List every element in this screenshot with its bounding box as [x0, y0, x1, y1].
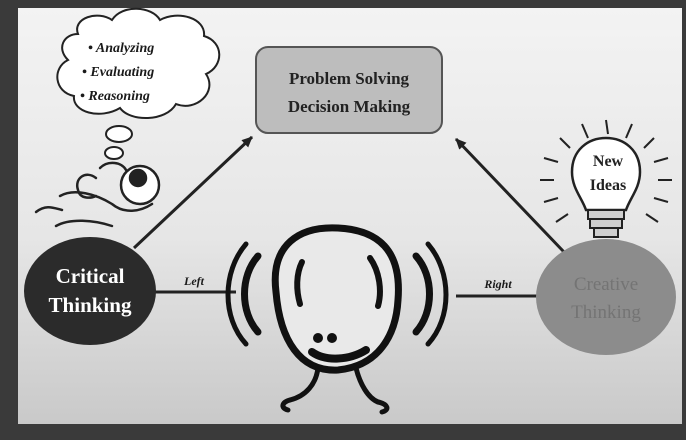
cloud-bubble — [105, 147, 123, 159]
cloud-item-evaluating: • Evaluating — [82, 65, 154, 80]
cloud-item-analyzing: • Analyzing — [88, 41, 154, 56]
brain-eye — [328, 334, 336, 342]
box-line-1: Problem Solving — [289, 69, 410, 88]
left-label: Left — [183, 274, 205, 288]
cloud-bubble — [106, 126, 132, 142]
bulb-base — [590, 219, 622, 228]
problem-solving-box: Problem Solving Decision Making — [256, 47, 442, 133]
bulb-glass — [572, 138, 640, 210]
critical-thinking-node: Critical Thinking — [24, 237, 156, 345]
cloud-item-reasoning: • Reasoning — [80, 89, 150, 104]
box-line-2: Decision Making — [288, 97, 411, 116]
brain-eye — [314, 334, 322, 342]
bulb-base — [588, 210, 624, 219]
creative-thinking-node: Creative Thinking — [536, 239, 676, 355]
bulb-text-2: Ideas — [590, 177, 626, 194]
critical-line-2: Thinking — [49, 293, 132, 317]
bulb-base — [594, 228, 618, 237]
creative-line-2: Thinking — [571, 302, 641, 323]
thinker-eye — [130, 170, 146, 186]
right-label: Right — [483, 277, 512, 291]
creative-line-1: Creative — [574, 274, 638, 295]
critical-line-1: Critical — [56, 264, 125, 288]
bulb-text-1: New — [593, 153, 624, 170]
